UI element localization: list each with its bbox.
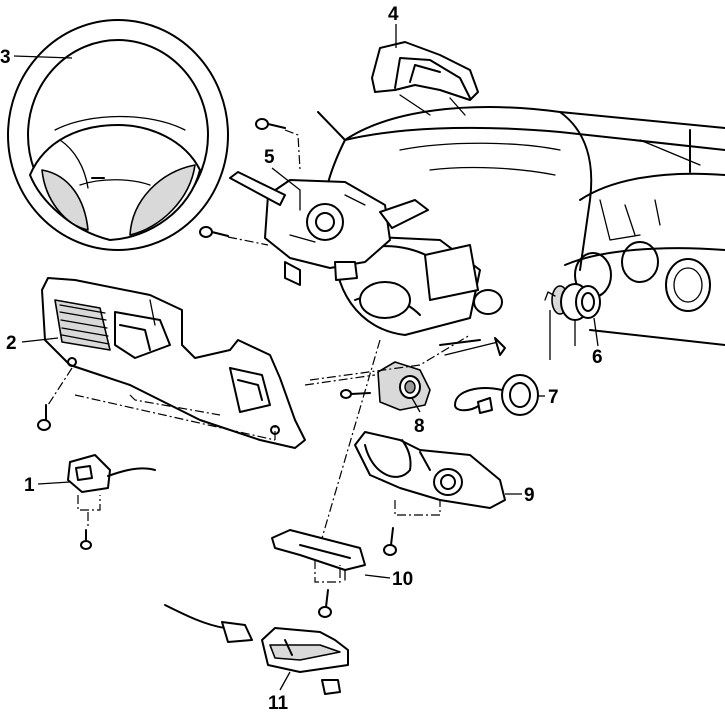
screw-middle	[199, 226, 229, 238]
callout-3: 3	[0, 47, 11, 68]
callout-1: 1	[24, 475, 35, 496]
dashboard	[317, 106, 725, 356]
panel-screw	[37, 404, 51, 431]
callout-6: 6	[592, 347, 603, 368]
lower-panel	[41, 277, 306, 449]
ignition-switch	[377, 361, 431, 411]
ignition-screw	[340, 389, 371, 399]
small-switch	[67, 454, 156, 493]
sensor-unit	[164, 604, 349, 695]
callout-10: 10	[392, 569, 413, 590]
screw-upper	[255, 118, 286, 130]
callout-4: 4	[388, 4, 399, 25]
cover-screw	[383, 527, 397, 556]
leader-lines	[13, 24, 599, 691]
callout-5: 5	[264, 147, 275, 168]
callout-11: 11	[268, 693, 289, 714]
illumination-ring	[454, 374, 539, 416]
column-cover-upper	[354, 431, 506, 509]
callouts: 3 4 5 2 6 7 8 9 1 10 11	[0, 4, 603, 714]
bracket-screw	[318, 589, 332, 618]
key-cylinder	[544, 283, 601, 321]
switch-screw	[80, 529, 92, 550]
callout-2: 2	[6, 333, 17, 354]
callout-9: 9	[524, 485, 535, 506]
callout-7: 7	[548, 387, 559, 408]
combination-switch	[229, 171, 429, 286]
steering-wheel	[7, 19, 229, 251]
lower-bracket	[271, 529, 366, 581]
callout-8: 8	[414, 416, 425, 437]
top-cover	[371, 41, 479, 116]
